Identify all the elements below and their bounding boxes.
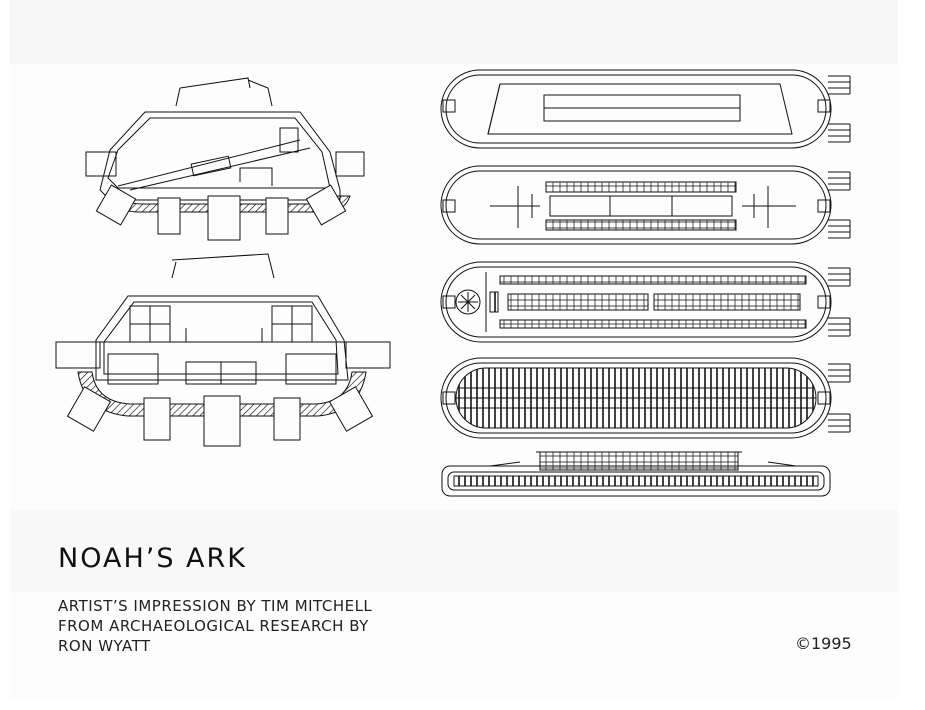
credit-line-2: FROM ARCHAEOLOGICAL RESEARCH BY [58,617,369,635]
deck-plan-1 [441,70,850,148]
deck-plan-3 [441,262,850,342]
cross-section-upper [86,78,364,240]
credit-line-1: ARTIST’S IMPRESSION BY TIM MITCHELL [58,597,373,615]
side-elevation [442,452,830,496]
ark-blueprint-drawing [0,0,925,520]
caption-band [10,510,898,592]
deck-plan-2 [441,166,850,244]
credit-line-3: RON WYATT [58,637,151,655]
deck-plan-4 [441,358,850,438]
cross-section-lower [56,254,390,446]
top-band [10,0,898,64]
copyright-notice: ©1995 [795,634,852,653]
page-title: NOAH’S ARK [58,543,247,574]
